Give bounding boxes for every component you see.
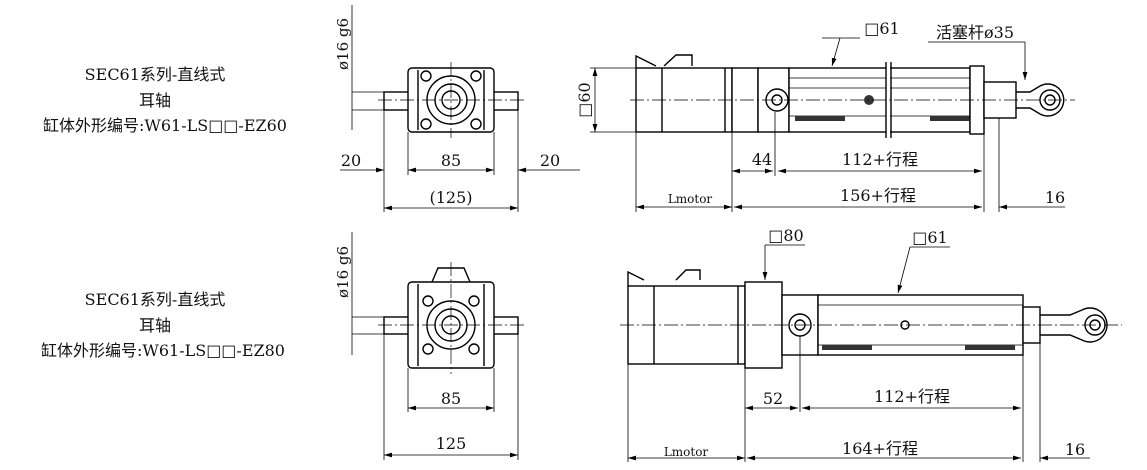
dim-body-width: 85	[441, 389, 461, 408]
dim-total-length: 164+行程	[842, 439, 918, 458]
dim-total-width: (125)	[429, 188, 472, 207]
tube-square-label: □61	[864, 19, 899, 38]
dim-body-width: 85	[441, 151, 461, 170]
series-title: SEC61系列-直线式	[85, 290, 226, 309]
mount-type: 耳轴	[139, 316, 171, 335]
dim-stroke-length: 112+行程	[842, 150, 918, 169]
dim-end-length: 16	[1065, 440, 1085, 459]
shaft-diameter-label: ø16 g6	[334, 18, 352, 70]
motor-square-label: □60	[575, 82, 594, 117]
dim-pivot-offset: 52	[763, 389, 783, 408]
side-view-ez60: □60 □61 活塞杆ø35 44 112+行程 Lmotor 156+行程 1…	[575, 19, 1075, 212]
variant-ez80-caption: SEC61系列-直线式 耳轴 缸体外形编号:W61-LS□□-EZ80	[41, 290, 285, 360]
dim-stroke-length: 112+行程	[874, 387, 950, 406]
dim-end-length: 16	[1045, 188, 1065, 207]
dim-motor-length: Lmotor	[668, 192, 713, 206]
housing-code: 缸体外形编号:W61-LS□□-EZ60	[43, 116, 287, 135]
dim-total-length: 156+行程	[840, 186, 916, 205]
dim-right-shaft: 20	[540, 151, 560, 170]
housing-code: 缸体外形编号:W61-LS□□-EZ80	[41, 341, 285, 360]
dim-motor-length: Lmotor	[664, 445, 709, 459]
dim-total-width: 125	[436, 434, 467, 453]
dim-pivot-offset: 44	[752, 150, 772, 169]
dim-left-shaft: 20	[341, 151, 361, 170]
shaft-diameter-label: ø16 g6	[334, 246, 352, 298]
block-square-label: □80	[768, 226, 803, 245]
variant-ez60-caption: SEC61系列-直线式 耳轴 缸体外形编号:W61-LS□□-EZ60	[43, 65, 287, 135]
mount-type: 耳轴	[139, 91, 171, 110]
side-view-ez80: □80 □61 52 112+行程 Lmotor 164+行程 16	[620, 226, 1122, 462]
front-view-ez80: ø16 g6 85 125	[334, 232, 525, 460]
tube-square-label: □61	[912, 228, 947, 247]
front-view-ez60: ø16 g6 20 85 20 (125)	[334, 5, 580, 212]
series-title: SEC61系列-直线式	[85, 65, 226, 84]
piston-rod-label: 活塞杆ø35	[936, 23, 1014, 42]
